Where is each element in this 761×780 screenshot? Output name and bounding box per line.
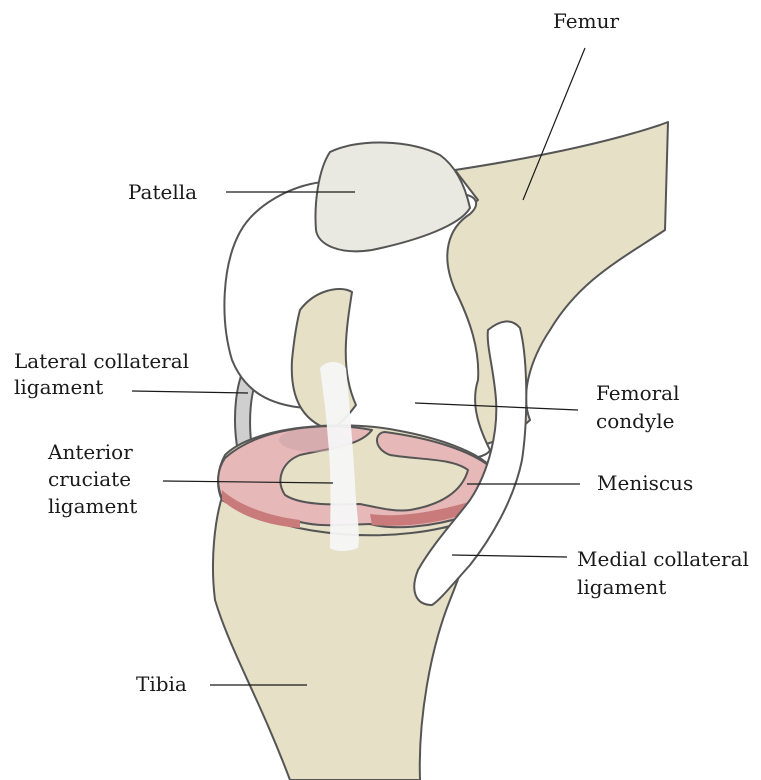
anterior-cruciate-ligament-label: Anterior cruciate ligament bbox=[47, 440, 139, 518]
lateral-collateral-ligament-leader bbox=[132, 391, 248, 393]
patella-label: Patella bbox=[128, 180, 197, 204]
femur-label: Femur bbox=[553, 9, 619, 33]
femoral-condyle-label: Femoral condyle bbox=[596, 381, 686, 433]
meniscus-label: Meniscus bbox=[597, 471, 693, 495]
tibia-label: Tibia bbox=[136, 672, 187, 696]
medial-collateral-ligament-label: Medial collateral ligament bbox=[577, 547, 755, 599]
